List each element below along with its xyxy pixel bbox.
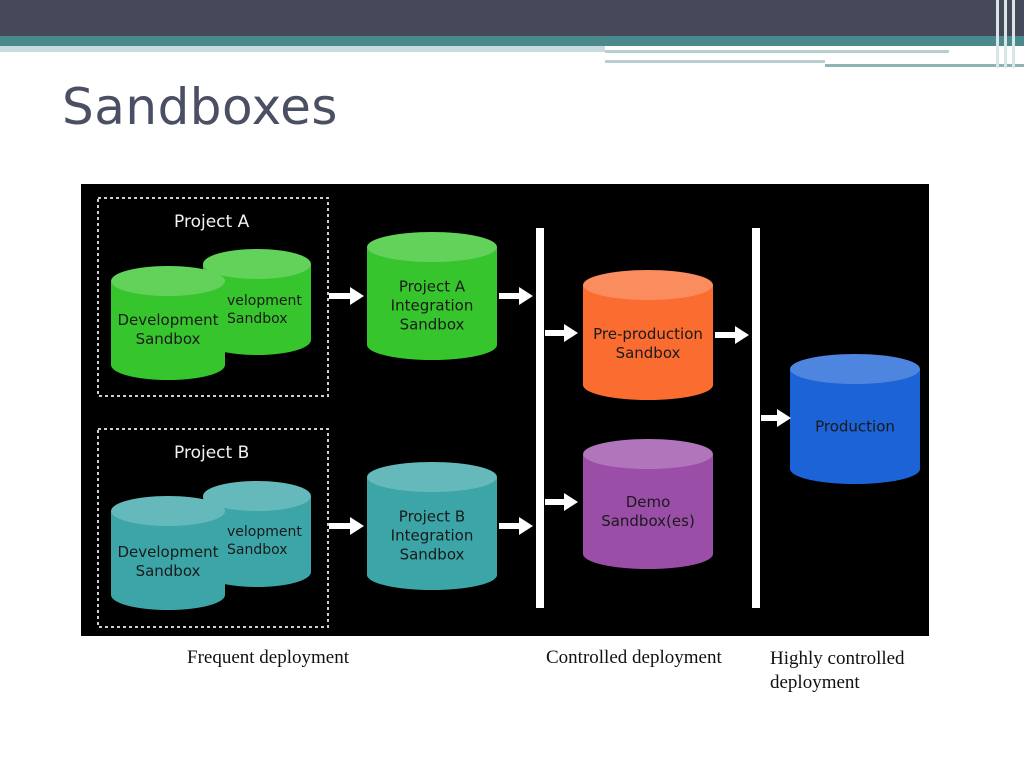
arrow-bar-to-demo-head [564, 493, 578, 511]
preproduction-sandbox-body [583, 285, 713, 400]
project-b-integration-sandbox-label-line: Sandbox [400, 546, 465, 564]
page-title: Sandboxes [62, 78, 338, 136]
project-b-integration-sandbox-label-line: Project B [399, 508, 465, 526]
demo-sandbox-label-line: Demo [626, 493, 671, 511]
production: Production [790, 354, 920, 484]
project-a-integration-sandbox-label-line: Sandbox [400, 316, 465, 334]
project-a-group-label: Project A [174, 212, 250, 232]
caption-controlled-deployment: Controlled deployment [546, 647, 722, 668]
project-a-integration-sandbox-body [367, 247, 497, 360]
project-b-integration-sandbox-body [367, 477, 497, 590]
arrow-preproduction-to-bar-head [735, 326, 749, 344]
project-b-dev-sandbox-front-label-line: Sandbox [136, 562, 201, 580]
header-deco-vertical [1012, 0, 1015, 68]
arrow-bar-to-production [761, 409, 791, 427]
arrow-bar-to-production-head [777, 409, 791, 427]
caption-highly-controlled-deployment: Highly controlled deployment [770, 647, 905, 695]
highly-controlled-deployment-bar [752, 228, 760, 608]
arrow-project-a-dev-to-integration [329, 287, 364, 305]
project-b-dev-sandbox-front-label-line: Development [118, 543, 219, 561]
project-a-dev-sandbox-back-label-line: velopment [227, 293, 302, 309]
project-a-dev-sandbox-back-label-line: Sandbox [227, 311, 288, 327]
project-b-dev-sandbox-front-top [111, 496, 225, 526]
arrow-project-b-integration-to-bar [499, 517, 533, 535]
header-dark-band [0, 0, 1024, 36]
arrow-bar-to-preproduction-head [564, 324, 578, 342]
header-deco-line [605, 50, 949, 53]
arrow-project-a-integration-to-bar [499, 287, 533, 305]
arrow-project-b-dev-to-integration [329, 517, 364, 535]
preproduction-sandbox-top [583, 270, 713, 300]
production-body [790, 369, 920, 484]
arrow-preproduction-to-bar [715, 326, 749, 344]
project-a-dev-sandbox-back-top [203, 249, 311, 279]
arrow-bar-to-demo [545, 493, 578, 511]
header-deco-vertical [996, 0, 999, 68]
project-b-integration-sandbox-top [367, 462, 497, 492]
project-b-dev-sandbox-back-top [203, 481, 311, 511]
project-b-group-label: Project B [174, 443, 249, 463]
production-label: Production [815, 418, 895, 436]
arrow-project-b-integration-to-bar-head [519, 517, 533, 535]
header-teal-band [0, 36, 1024, 46]
preproduction-sandbox-label-line: Pre-production [593, 325, 703, 343]
arrow-project-a-dev-to-integration-head [350, 287, 364, 305]
arrow-bar-to-preproduction [545, 324, 578, 342]
project-a-integration-sandbox-label-line: Integration [391, 297, 474, 315]
project-a-dev-sandbox-front-label-line: Sandbox [136, 330, 201, 348]
project-b-dev-sandbox-front-body [111, 511, 225, 610]
demo-sandbox-top [583, 439, 713, 469]
project-b-group-border [97, 428, 329, 628]
production-label-line: Production [815, 418, 895, 436]
project-a-integration-sandbox-label-line: Project A [399, 278, 466, 296]
demo-sandbox-body [583, 454, 713, 569]
arrow-project-b-dev-to-integration-head [350, 517, 364, 535]
caption-highly-line-1: Highly controlled [770, 648, 905, 669]
project-a-group-border [97, 197, 329, 397]
caption-frequent-deployment: Frequent deployment [187, 647, 349, 668]
arrow-project-a-integration-to-bar-head [519, 287, 533, 305]
project-b-integration-sandbox-label-line: Integration [391, 527, 474, 545]
project-b-dev-sandbox-back-label-line: velopment [227, 524, 302, 540]
controlled-deployment-bar [536, 228, 544, 608]
project-a-dev-sandbox-front-top [111, 266, 225, 296]
header-deco-line [605, 60, 825, 63]
preproduction-sandbox-label-line: Sandbox [616, 344, 681, 362]
project-a-integration-sandbox-top [367, 232, 497, 262]
project-b-dev-sandbox-back-label-line: Sandbox [227, 542, 288, 558]
header-deco-line [825, 64, 1024, 67]
production-top [790, 354, 920, 384]
project-a-dev-sandbox-front-body [111, 281, 225, 380]
header-deco-vertical [1004, 0, 1007, 68]
project-a-dev-sandbox-back-body [203, 264, 311, 355]
project-a-dev-sandbox-front-label-line: Development [118, 311, 219, 329]
header-light-band [0, 46, 605, 52]
caption-highly-line-2: deployment [770, 672, 860, 693]
project-b-dev-sandbox-back-body [203, 496, 311, 587]
demo-sandbox-label-line: Sandbox(es) [601, 512, 695, 530]
